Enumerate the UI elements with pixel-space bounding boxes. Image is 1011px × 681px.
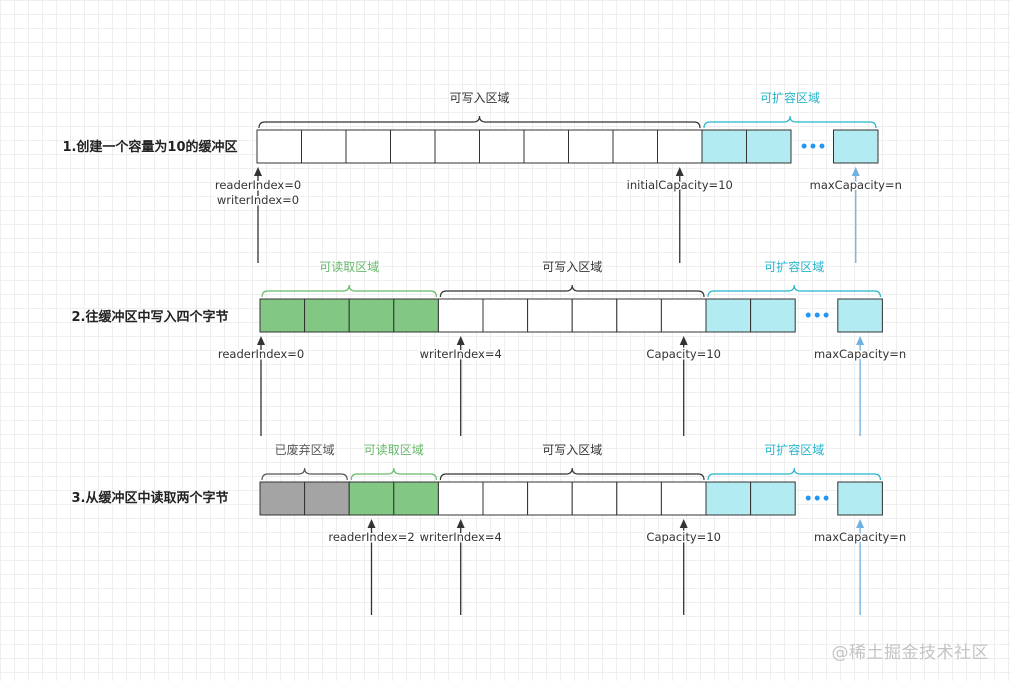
buffer-cell bbox=[393, 481, 439, 516]
pointer-arrowhead bbox=[254, 167, 262, 176]
pointer-label: readerIndex=0 bbox=[215, 178, 301, 192]
buffer-cell bbox=[660, 298, 707, 333]
expandable-cell bbox=[833, 129, 879, 164]
buffer-cell bbox=[568, 129, 614, 164]
pointer-arrowhead bbox=[679, 519, 688, 528]
expandable-cell bbox=[750, 481, 796, 516]
ellipsis-dots: ••• bbox=[804, 309, 831, 325]
buffer-cell bbox=[437, 481, 484, 516]
buffer-section-2: 2.往缓冲区中写入四个字节 ••• 可读取区域 可写入区域 可扩容区域 readerInd… bbox=[72, 259, 908, 436]
buffer-cell bbox=[390, 129, 436, 164]
buffer-cell bbox=[393, 298, 439, 333]
expandable-cell bbox=[750, 298, 796, 333]
pointer-arrowhead bbox=[456, 336, 465, 345]
pointer-label: readerIndex=0 bbox=[218, 347, 304, 361]
region-brace-readable bbox=[261, 284, 437, 298]
region-label-expandable: 可扩容区域 bbox=[764, 442, 824, 457]
pointer-label: maxCapacity=n bbox=[810, 178, 902, 192]
buffer-cell bbox=[259, 481, 306, 516]
buffer-cell bbox=[437, 298, 484, 333]
section-title: 1.创建一个容量为10的缓冲区 bbox=[62, 139, 237, 155]
pointer-arrowhead bbox=[856, 336, 865, 345]
expandable-cell bbox=[701, 129, 747, 164]
region-label-writable: 可写入区域 bbox=[542, 260, 602, 274]
region-label-expandable: 可扩容区域 bbox=[760, 90, 820, 105]
watermark: @稀土掘金技术社区 bbox=[831, 643, 989, 663]
buffer-cell bbox=[482, 481, 529, 516]
buffer-cell bbox=[657, 129, 703, 164]
region-brace-writable bbox=[439, 284, 705, 298]
region-label-writable: 可写入区域 bbox=[542, 443, 602, 457]
buffer-section-1: 1.创建一个容量为10的缓冲区 ••• 可写入区域 可扩容区域 readerIndex=… bbox=[62, 90, 903, 263]
region-label-readable: 可读取区域 bbox=[319, 260, 379, 274]
region-brace-expandable bbox=[707, 467, 881, 481]
buffer-cell bbox=[527, 481, 573, 516]
section-title: 3.从缓冲区中读取两个字节 bbox=[72, 490, 229, 506]
buffer-cell bbox=[482, 298, 529, 333]
pointer-label: writerIndex=0 bbox=[217, 193, 299, 207]
pointer-arrowhead bbox=[456, 519, 465, 528]
buffer-cell bbox=[304, 481, 350, 516]
pointer-label: maxCapacity=n bbox=[814, 347, 906, 361]
pointer-label: Capacity=10 bbox=[646, 530, 721, 544]
region-brace-readable bbox=[350, 467, 437, 481]
region-brace-discarded bbox=[261, 467, 348, 481]
region-brace-expandable bbox=[707, 284, 881, 298]
section-title: 2.往缓冲区中写入四个字节 bbox=[72, 309, 229, 325]
ellipsis-dots: ••• bbox=[800, 140, 827, 156]
buffer-cell bbox=[612, 129, 658, 164]
buffer-cell bbox=[348, 298, 395, 333]
pointer-arrowhead bbox=[679, 336, 688, 345]
region-label-readable: 可读取区域 bbox=[364, 443, 424, 457]
buffer-cell bbox=[256, 129, 302, 164]
buffer-cell bbox=[259, 298, 306, 333]
expandable-cell bbox=[837, 481, 883, 516]
expandable-cell bbox=[837, 298, 883, 333]
buffer-cell bbox=[527, 298, 573, 333]
expandable-cell bbox=[746, 129, 792, 164]
pointer-arrowhead bbox=[675, 167, 684, 176]
region-brace-writable bbox=[258, 115, 701, 129]
buffer-cell bbox=[304, 298, 350, 333]
buffer-cell bbox=[571, 298, 618, 333]
region-label-expandable: 可扩容区域 bbox=[764, 259, 824, 274]
ellipsis-dots: ••• bbox=[804, 492, 831, 508]
buffer-cell bbox=[660, 481, 707, 516]
expandable-cell bbox=[705, 298, 752, 333]
buffer-cell bbox=[616, 481, 662, 516]
pointer-arrowhead bbox=[257, 336, 265, 345]
region-label-discarded: 已废弃区域 bbox=[275, 442, 335, 457]
expandable-cell bbox=[705, 481, 752, 516]
buffer-cell bbox=[571, 481, 618, 516]
buffer-section-3: 3.从缓冲区中读取两个字节 ••• 已废弃区域 可读取区域 可写入区域 可扩容区域 read… bbox=[72, 442, 908, 615]
buffer-cell bbox=[301, 129, 347, 164]
pointer-label: maxCapacity=n bbox=[814, 530, 906, 544]
buffer-cell bbox=[523, 129, 569, 164]
buffer-cell bbox=[348, 481, 395, 516]
pointer-label: readerIndex=2 bbox=[328, 530, 414, 544]
region-label-writable: 可写入区域 bbox=[449, 91, 509, 105]
pointer-label: writerIndex=4 bbox=[420, 530, 502, 544]
pointer-arrowhead bbox=[367, 519, 376, 528]
buffer-cell bbox=[616, 298, 662, 333]
region-brace-writable bbox=[439, 467, 705, 481]
buffer-cell bbox=[479, 129, 525, 164]
region-brace-expandable bbox=[703, 115, 877, 129]
buffer-cell bbox=[345, 129, 391, 164]
pointer-label: Capacity=10 bbox=[646, 347, 721, 361]
pointer-label: initialCapacity=10 bbox=[627, 178, 733, 192]
buffer-cell bbox=[434, 129, 480, 164]
pointer-label: writerIndex=4 bbox=[420, 347, 502, 361]
pointer-arrowhead bbox=[851, 167, 860, 176]
pointer-arrowhead bbox=[856, 519, 865, 528]
